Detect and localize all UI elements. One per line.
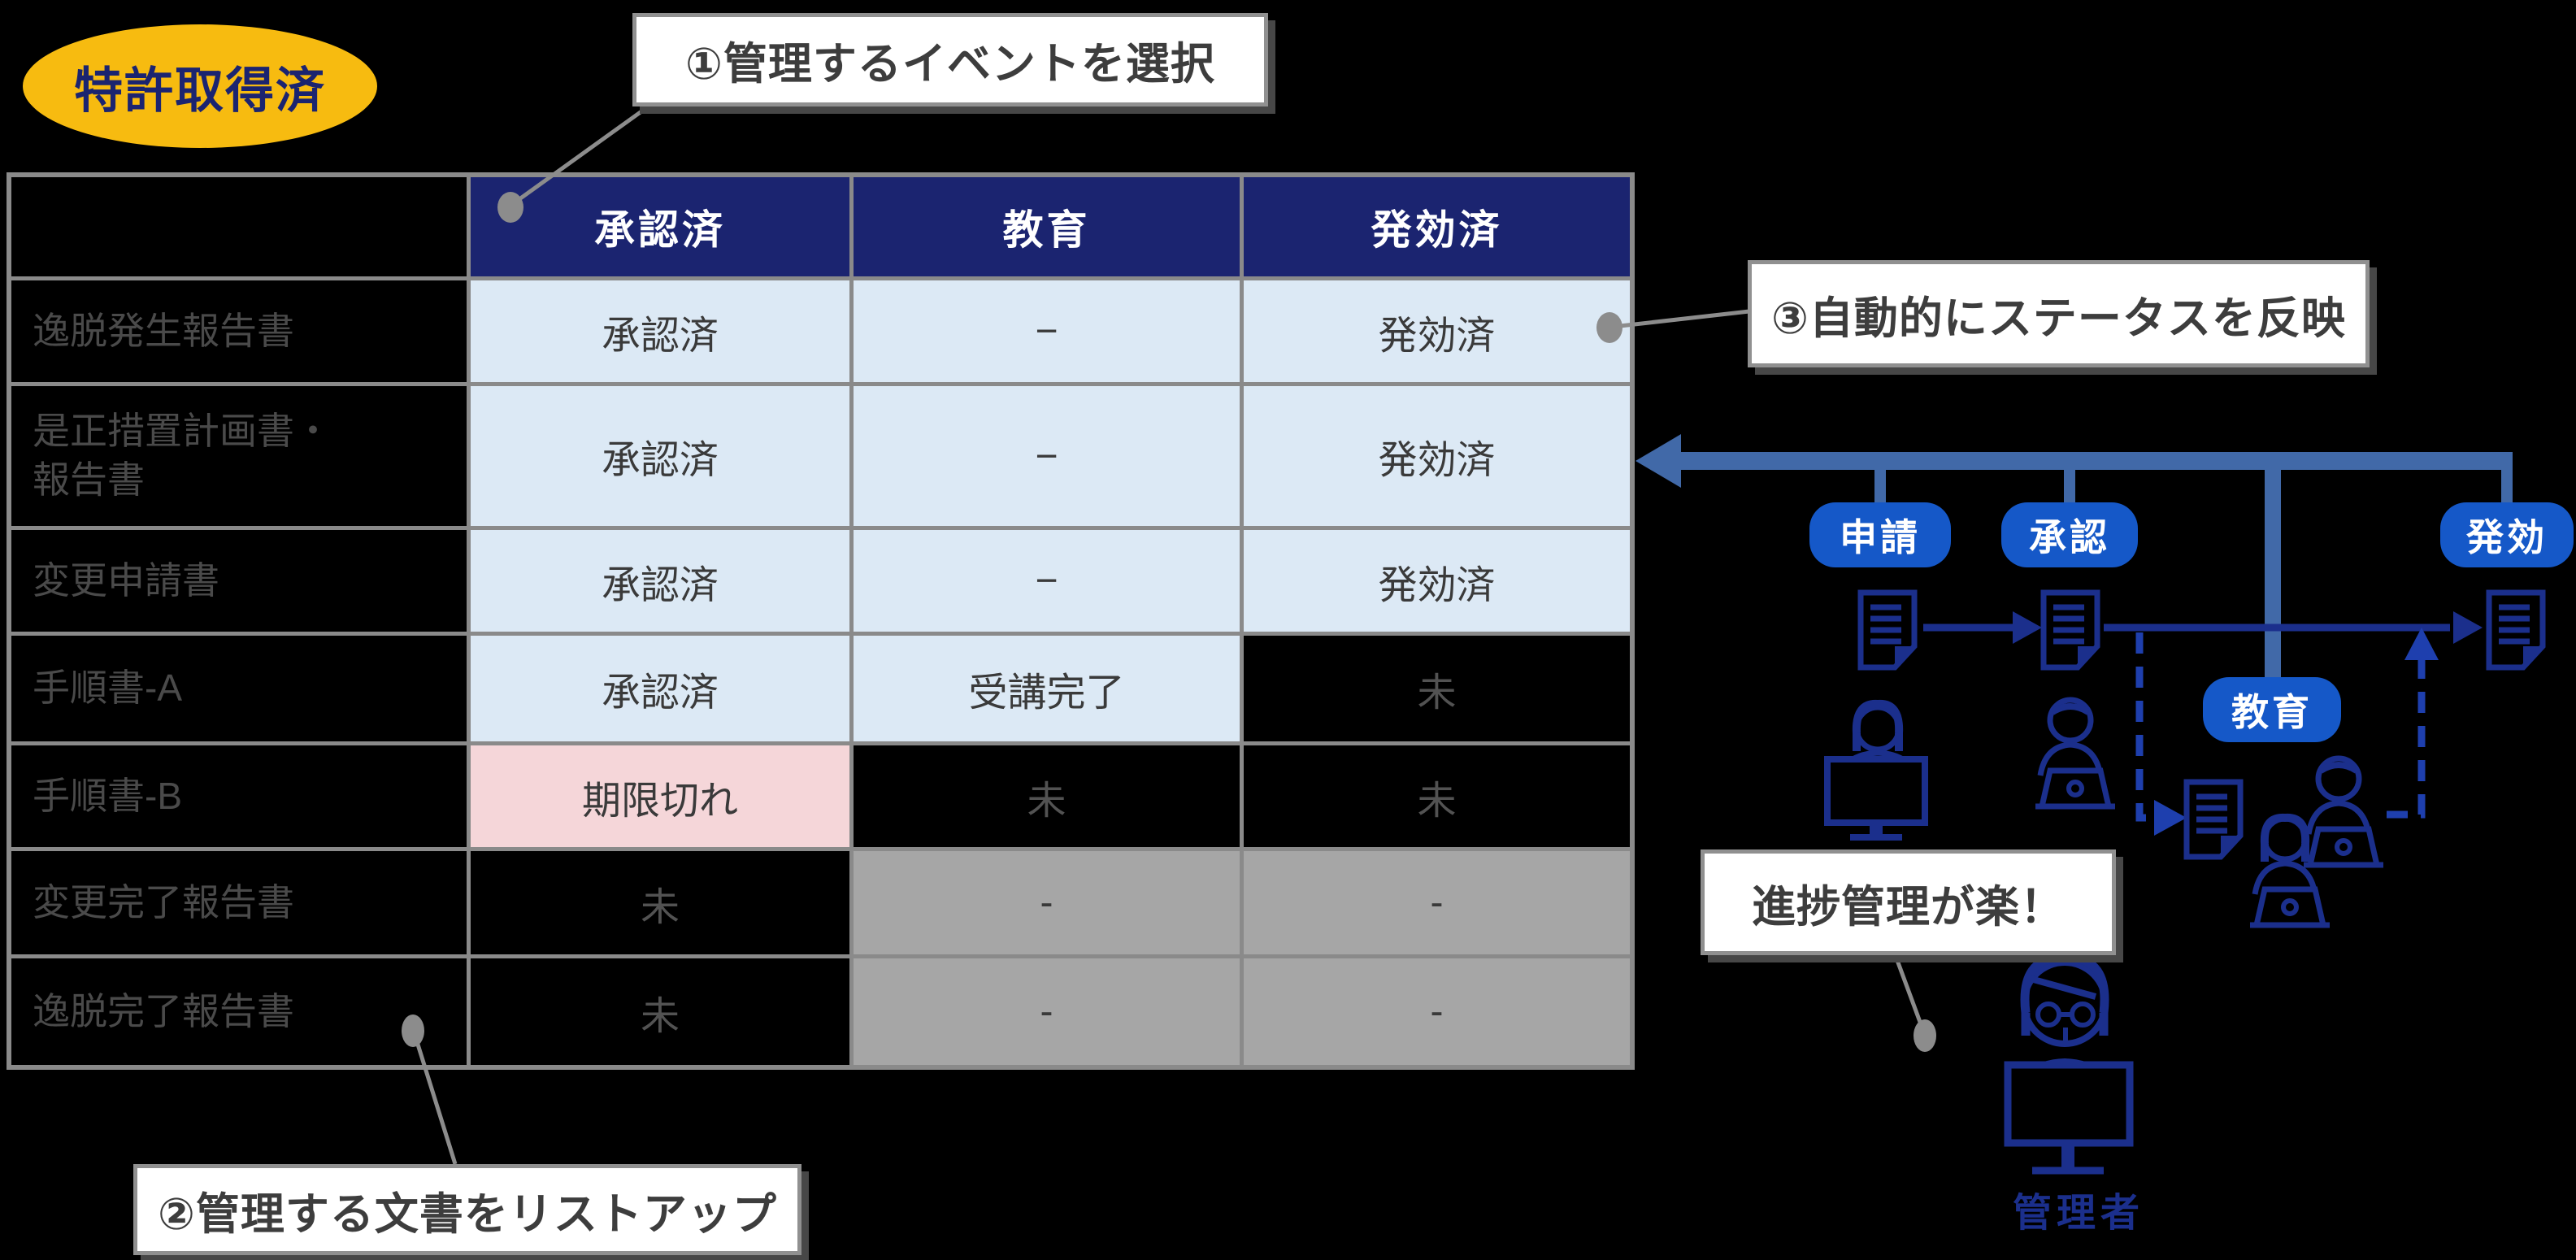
badge-apply: 申請: [1809, 502, 1951, 567]
badge-approve: 承認: [2001, 502, 2138, 567]
status-cell: −: [854, 386, 1240, 526]
connector-effective: [2501, 470, 2513, 506]
connector-approve: [2064, 470, 2075, 504]
leader-dot-step2: [402, 1015, 424, 1047]
status-cell: 期限切れ: [471, 745, 849, 847]
column-header: 承認済: [471, 177, 849, 276]
leader-line-benefit: [1893, 955, 1926, 1032]
column-header: 教育: [854, 177, 1240, 276]
callout-step3: ③自動的にステータスを反映: [1748, 260, 2370, 367]
status-cell: 発効済: [1244, 530, 1630, 632]
document-icon-effective: [2489, 593, 2543, 667]
status-cell: -: [854, 851, 1240, 954]
callout-step1-text: ①管理するイベントを選択: [685, 40, 1215, 89]
row-label: 変更完了報告書: [11, 851, 467, 954]
status-cell: 承認済: [471, 636, 849, 741]
badge-effective: 発効: [2440, 502, 2574, 567]
status-cell: 未: [854, 745, 1240, 847]
connector-educate: [2265, 470, 2281, 679]
callout-benefit-text: 進捗管理が楽！: [1752, 882, 2065, 932]
arrow-right-icon: [2013, 611, 2042, 644]
badge-educate-label: 教育: [2231, 691, 2313, 733]
arrow-right-icon: [2453, 611, 2483, 644]
callout-benefit: 進捗管理が楽！: [1701, 849, 2116, 955]
status-cell: −: [854, 280, 1240, 382]
admin-label: 管理者: [2012, 1192, 2144, 1235]
status-cell: 発効済: [1244, 386, 1630, 526]
column-header: 発効済: [1244, 177, 1630, 276]
status-cell: 未: [471, 851, 849, 954]
callout-step2-text: ②管理する文書をリストアップ: [158, 1189, 777, 1239]
status-cell: 承認済: [471, 280, 849, 382]
status-cell: 受講完了: [854, 636, 1240, 741]
document-icon-approve: [2044, 593, 2097, 667]
status-cell: 承認済: [471, 530, 849, 632]
status-cell: -: [1244, 851, 1630, 954]
row-label: 逸脱発生報告書: [11, 280, 467, 382]
approver-person-icon: [2035, 700, 2115, 806]
status-cell: 未: [1244, 745, 1630, 847]
row-label: 逸脱完了報告書: [11, 958, 467, 1065]
admin-figure-icon: [2004, 953, 2134, 1175]
callout-step2: ②管理する文書をリストアップ: [133, 1164, 801, 1255]
document-flow-arrows: [1923, 611, 2483, 644]
leader-line-step1: [512, 107, 645, 206]
table-corner-cell: [11, 177, 467, 276]
dashed-arrowhead-up-icon: [2404, 628, 2439, 660]
education-dashed-path: [2135, 632, 2426, 822]
trainee-man-icon: [2304, 758, 2383, 865]
leader-line-step3: [1612, 309, 1750, 329]
leader-dot-benefit: [1914, 1019, 1936, 1052]
callout-step1: ①管理するイベントを選択: [632, 13, 1268, 106]
status-cell: 未: [1244, 636, 1630, 741]
status-table: 承認済教育発効済逸脱発生報告書承認済−発効済是正措置計画書・ 報告書承認済−発効…: [7, 172, 1635, 1070]
status-cell: -: [1244, 958, 1630, 1065]
leader-dot-step3: [1596, 312, 1622, 343]
callout-step3-text: ③自動的にステータスを反映: [1771, 293, 2346, 343]
patent-badge-label: 特許取得済: [74, 63, 326, 118]
status-cell: -: [854, 958, 1240, 1065]
connector-apply: [1874, 470, 1886, 504]
dashed-arrowhead-right-icon: [2154, 800, 2187, 836]
row-label: 手順書-B: [11, 745, 467, 847]
badge-approve-label: 承認: [2029, 516, 2110, 558]
leader-dot-step1: [497, 192, 523, 223]
badge-effective-label: 発効: [2466, 516, 2548, 558]
row-label: 是正措置計画書・ 報告書: [11, 386, 467, 526]
status-cell: −: [854, 530, 1240, 632]
status-cell: 未: [471, 958, 849, 1065]
row-label: 変更申請書: [11, 530, 467, 632]
applicant-person-icon: [1827, 704, 1925, 837]
leader-line-step2: [412, 1033, 458, 1165]
arrowhead-left-icon: [1636, 434, 1681, 488]
status-cell: 発効済: [1244, 280, 1630, 382]
badge-educate: 教育: [2203, 677, 2341, 742]
status-cell: 承認済: [471, 386, 849, 526]
patent-badge: 特許取得済: [23, 24, 377, 148]
document-icon-training: [2187, 782, 2240, 857]
badge-apply-label: 申請: [1840, 516, 1921, 558]
document-icon-apply: [1861, 593, 1914, 667]
row-label: 手順書-A: [11, 636, 467, 741]
